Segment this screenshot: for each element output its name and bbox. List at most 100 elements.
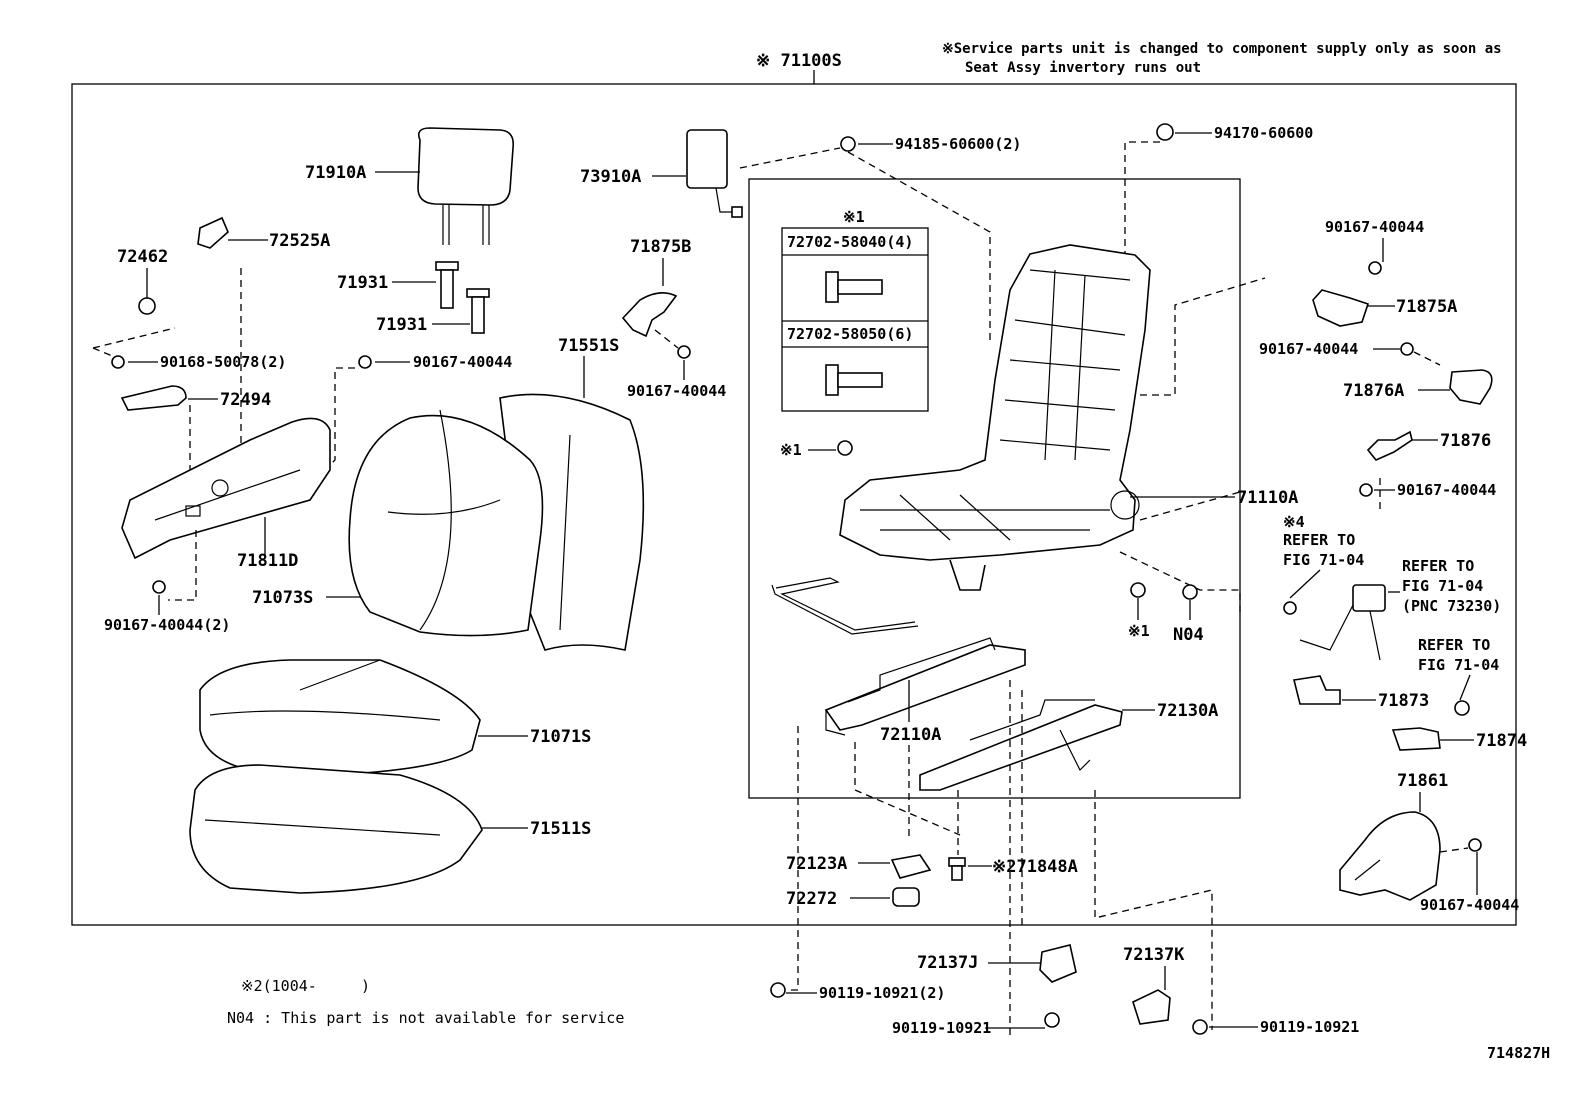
label-90167-left: 90167-40044 <box>413 353 512 371</box>
label-72123A: 72123A <box>786 854 847 874</box>
label-71931-a: 71931 <box>337 273 388 293</box>
screw-illustration <box>677 345 691 359</box>
side-shield-illustration <box>1339 811 1441 901</box>
screw-illustration <box>1400 342 1414 356</box>
label-94185: 94185-60600(2) <box>895 135 1021 153</box>
label-72137J: 72137J <box>917 953 978 973</box>
stopper-illustration <box>890 854 932 879</box>
seat-cushion-pad-illustration <box>199 659 481 776</box>
nut-illustration <box>840 136 856 152</box>
side-cover-illustration <box>121 417 331 560</box>
nut-illustration <box>1454 700 1470 716</box>
bolt-illustration <box>770 982 786 998</box>
kit-part-a: 72702-58040(4) <box>787 233 913 251</box>
bracket-illustration <box>621 292 678 338</box>
wire-illustration <box>771 577 919 635</box>
label-90119-b: 90119-10921 <box>892 1019 991 1037</box>
label-71875B: 71875B <box>630 237 691 257</box>
label-72272: 72272 <box>786 889 837 909</box>
label-72130A: 72130A <box>1157 701 1218 721</box>
seat-track-outer-illustration <box>919 699 1123 791</box>
screw-illustration <box>1468 838 1482 852</box>
label-90167-left2: 90167-40044(2) <box>104 616 230 634</box>
label-71073S: 71073S <box>252 588 313 608</box>
drawing-id: 714827H <box>1487 1044 1550 1062</box>
screw-illustration <box>111 355 125 369</box>
label-71811D: 71811D <box>237 551 298 571</box>
frame-subassembly-box <box>748 178 1241 799</box>
screw-illustration <box>1368 261 1382 275</box>
bolt-illustration <box>1192 1019 1208 1035</box>
cap-illustration <box>892 887 920 907</box>
label-refer2-l1: REFER TO <box>1402 557 1474 575</box>
label-refer1-l2: FIG 71-04 <box>1283 551 1364 569</box>
label-72137K: 72137K <box>1123 945 1185 965</box>
lever-illustration <box>120 385 187 411</box>
clip-illustration <box>1283 601 1297 615</box>
seat-back-cover-illustration <box>499 393 645 651</box>
label-90167-r2: 90167-40044 <box>1259 340 1358 358</box>
label-94170: 94170-60600 <box>1214 124 1313 142</box>
cap-illustration <box>138 297 156 315</box>
label-71931-b: 71931 <box>376 315 427 335</box>
label-star4: ※4 <box>1283 513 1305 531</box>
label-71874: 71874 <box>1476 731 1527 751</box>
label-90167-r3: 90167-40044 <box>1397 481 1496 499</box>
label-71875A: 71875A <box>1396 297 1457 317</box>
label-90119-c: 90119-10921 <box>1260 1018 1359 1036</box>
label-71861: 71861 <box>1397 771 1448 791</box>
cover-illustration <box>1039 944 1077 983</box>
label-72110A: 72110A <box>880 725 941 745</box>
label-refer2-l2: FIG 71-04 <box>1402 577 1483 595</box>
label-73910A: 73910A <box>580 167 641 187</box>
label-N04: N04 <box>1173 625 1204 645</box>
label-72494: 72494 <box>220 390 271 410</box>
label-71110A: 71110A <box>1237 488 1298 508</box>
headrest-illustration <box>417 127 515 245</box>
label-star1-a: ※1 <box>780 441 802 459</box>
side-airbag-illustration <box>686 129 743 218</box>
screw-illustration <box>152 580 166 594</box>
label-refer1-l1: REFER TO <box>1283 531 1355 549</box>
assy-code: ※ 71100S <box>756 51 842 71</box>
label-71876A: 71876A <box>1343 381 1404 401</box>
label-star1-b: ※1 <box>1128 622 1150 640</box>
bolt-icon <box>825 364 883 396</box>
label-71873: 71873 <box>1378 691 1429 711</box>
headrest-guide-illustration <box>435 261 490 334</box>
bolt-illustration <box>1044 1012 1060 1028</box>
seat-belt-buckle-illustration <box>1299 584 1386 661</box>
clip-illustration <box>1130 582 1146 598</box>
seat-frame-illustration <box>839 244 1151 591</box>
note-n04: N04 : This part is not available for ser… <box>227 1009 624 1027</box>
seat-cushion-cover-illustration <box>189 764 483 894</box>
bracket-illustration <box>1391 727 1441 751</box>
label-72525A: 72525A <box>269 231 330 251</box>
label-refer2-l3: (PNC 73230) <box>1402 597 1501 615</box>
seat-back-pad-illustration <box>348 409 544 637</box>
kit-title: ※1 <box>843 208 865 226</box>
label-71511S: 71511S <box>530 819 591 839</box>
label-71876: 71876 <box>1440 431 1491 451</box>
label-90168: 90168-50078(2) <box>160 353 286 371</box>
lever-illustration <box>1366 430 1413 461</box>
cover-illustration <box>1132 989 1171 1025</box>
knob-illustration <box>197 216 229 249</box>
note-star2-close: ) <box>361 977 370 995</box>
label-refer3-l2: FIG 71-04 <box>1418 656 1499 674</box>
label-90119-a: 90119-10921(2) <box>819 984 945 1002</box>
service-note-line1: ※Service parts unit is changed to compon… <box>942 41 1502 57</box>
screw-illustration <box>1359 483 1373 497</box>
label-refer3-l1: REFER TO <box>1418 636 1490 654</box>
label-71071S: 71071S <box>530 727 591 747</box>
bolt-illustration <box>837 440 853 456</box>
label-90167-r1: 90167-40044 <box>1325 218 1424 236</box>
service-note-line2: Seat Assy invertory runs out <box>965 60 1201 76</box>
label-71848A: ※271848A <box>992 857 1078 877</box>
note-star2: ※2(1004- <box>241 977 317 995</box>
screw-illustration <box>358 355 372 369</box>
kit-part-b: 72702-58050(6) <box>787 325 913 343</box>
bracket-illustration <box>1293 675 1341 705</box>
label-71910A: 71910A <box>305 163 366 183</box>
